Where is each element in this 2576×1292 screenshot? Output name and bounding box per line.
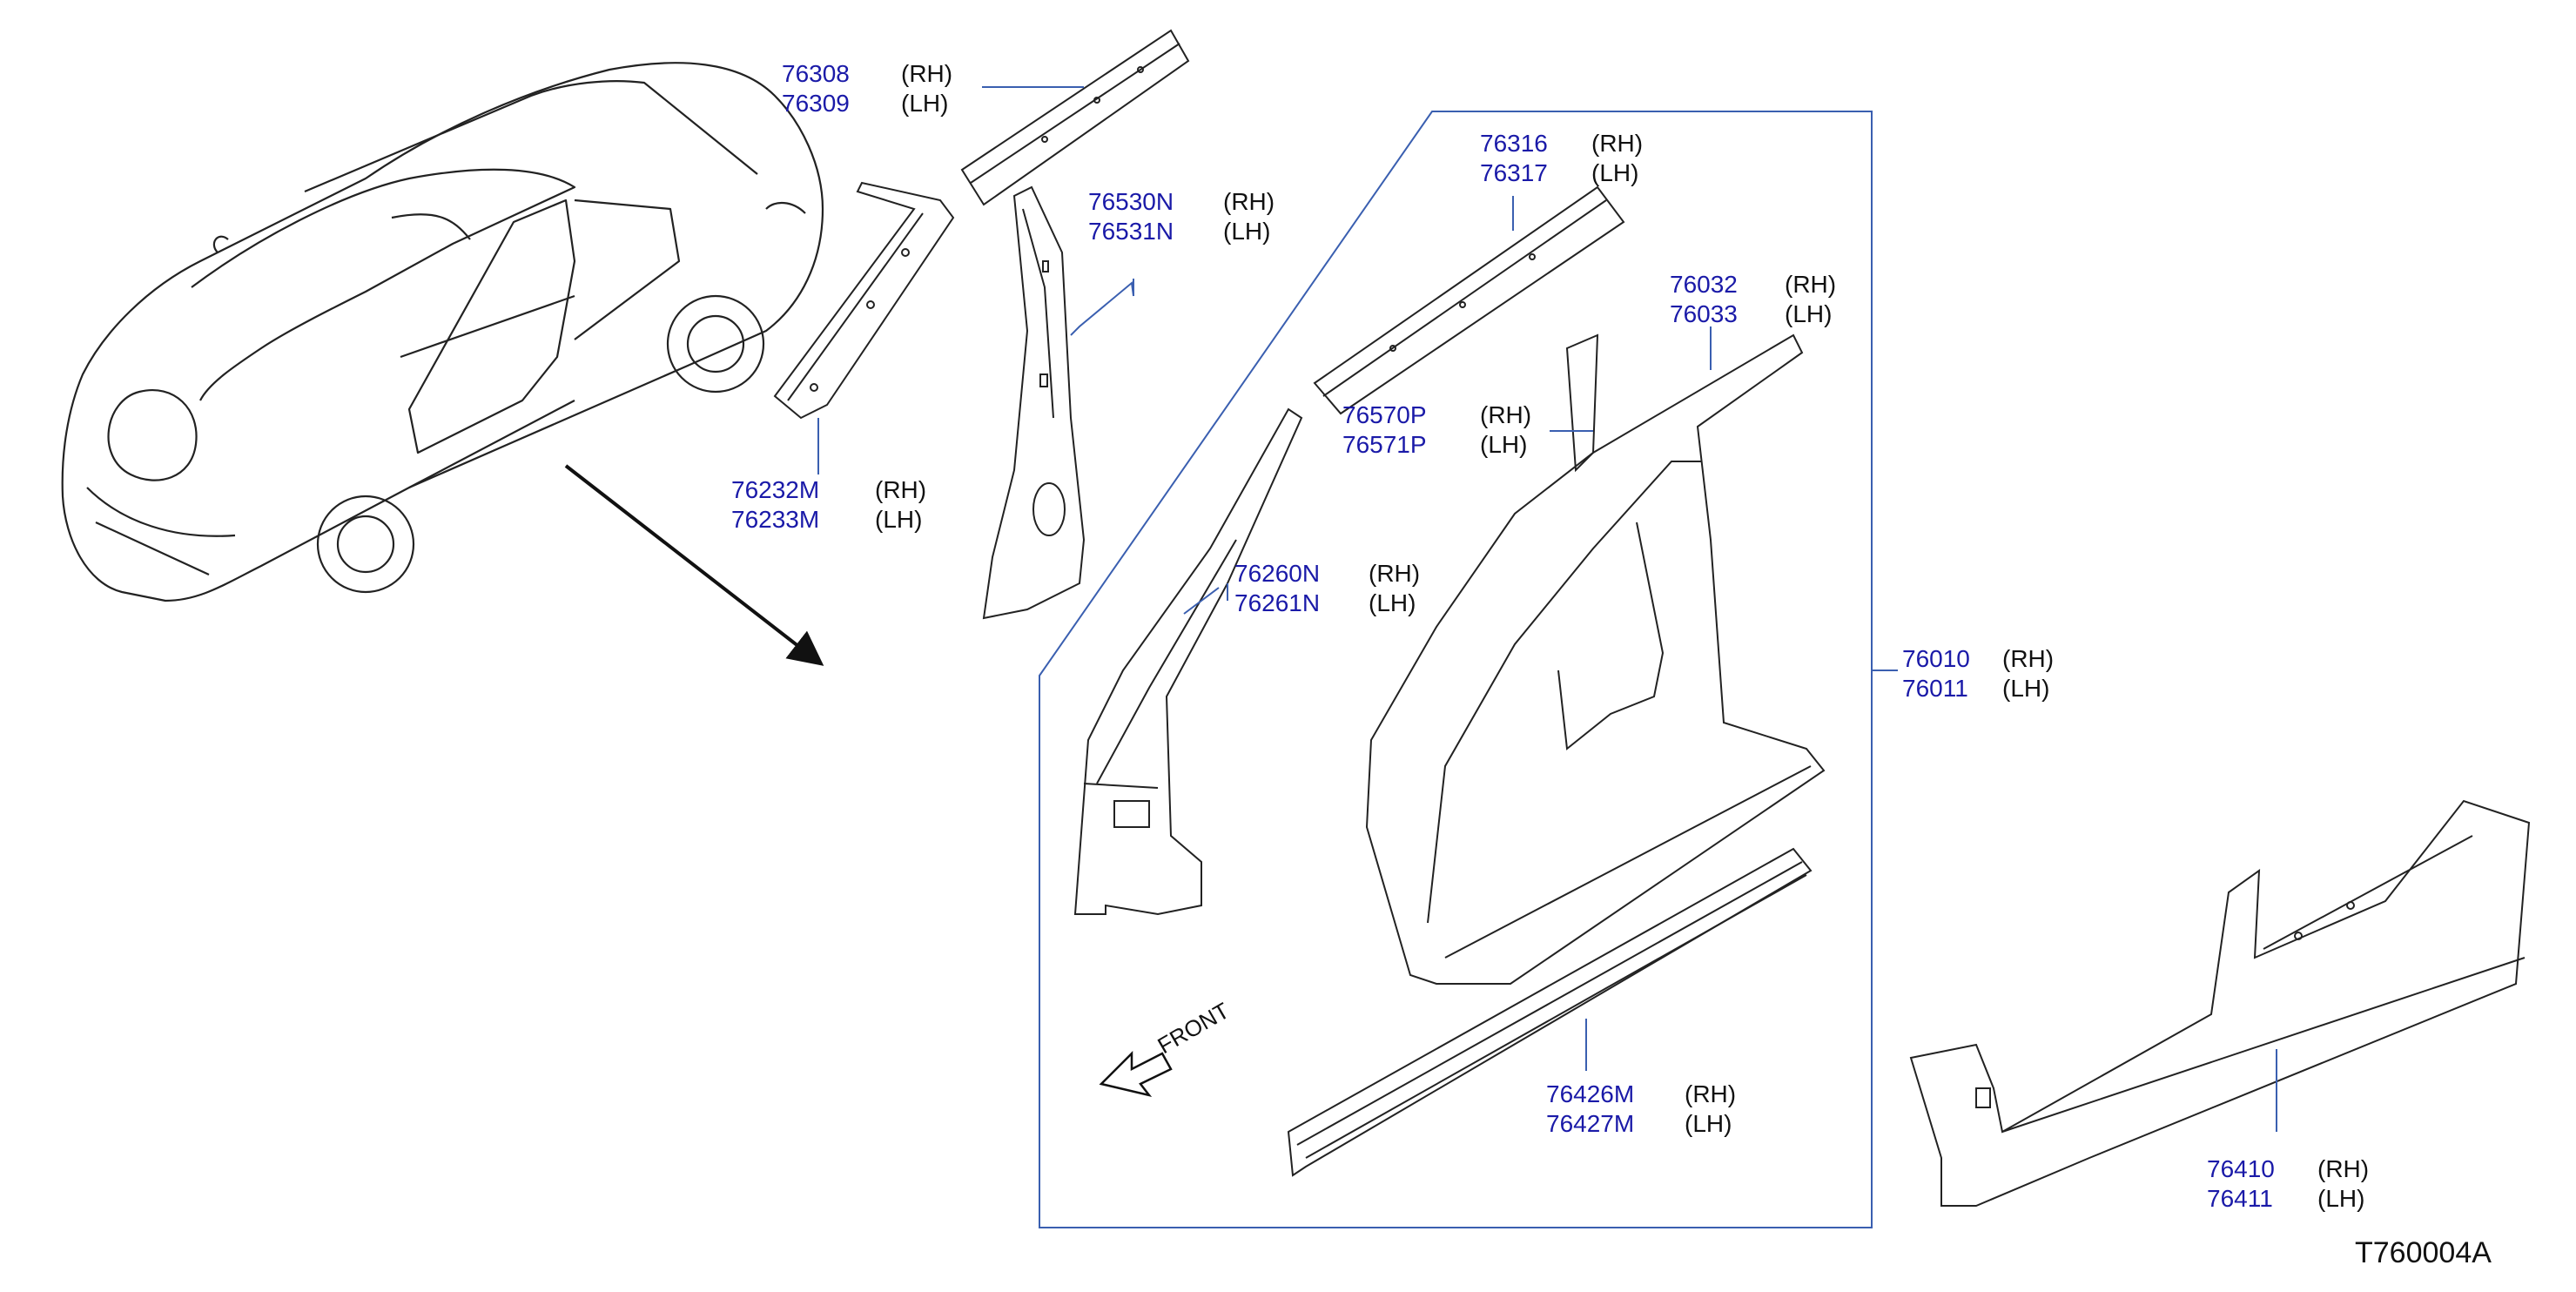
front-arrow-icon	[1099, 1050, 1173, 1098]
side-tag-lh: (LH)	[1785, 300, 1833, 327]
part-number-76317[interactable]: 76317	[1480, 159, 1548, 186]
part-number-76316[interactable]: 76316	[1480, 130, 1548, 157]
part-number-76570P[interactable]: 76570P	[1342, 401, 1427, 428]
part-number-76233M[interactable]: 76233M	[731, 506, 820, 533]
part-number-76426M[interactable]: 76426M	[1546, 1080, 1635, 1107]
part-number-76410[interactable]: 76410	[2207, 1155, 2275, 1182]
side-tag-lh: (LH)	[1480, 431, 1528, 458]
side-tag-rh: (RH)	[1591, 130, 1644, 157]
part-roof-rail-outer	[960, 29, 1190, 206]
side-tag-rh: (RH)	[1480, 401, 1532, 428]
part-number-76010[interactable]: 76010	[1902, 645, 1970, 672]
side-tag-rh: (RH)	[1785, 271, 1837, 298]
side-tag-lh: (LH)	[2002, 675, 2050, 702]
part-number-76261N[interactable]: 76261N	[1234, 589, 1321, 616]
side-tag-rh: (RH)	[901, 60, 953, 87]
part-number-76011[interactable]: 76011	[1902, 675, 1968, 702]
assembly-callout-box	[1039, 111, 1873, 1228]
part-number-76232M[interactable]: 76232M	[731, 476, 820, 503]
side-tag-rh: (RH)	[1685, 1080, 1737, 1107]
part-number-76427M[interactable]: 76427M	[1546, 1110, 1635, 1137]
side-tag-lh: (LH)	[1685, 1110, 1732, 1137]
side-tag-rh: (RH)	[1369, 560, 1421, 587]
part-front-pillar-inner	[773, 181, 955, 420]
part-sill-outer	[1909, 799, 2531, 1207]
part-center-pillar-reinforcement	[982, 185, 1086, 620]
part-number-76032[interactable]: 76032	[1670, 271, 1738, 298]
part-body-side-outer	[1365, 333, 1826, 985]
part-number-76411[interactable]: 76411	[2207, 1185, 2273, 1212]
side-tag-rh: (RH)	[1223, 188, 1275, 215]
side-tag-lh: (LH)	[875, 506, 923, 533]
part-number-76308[interactable]: 76308	[782, 60, 850, 87]
direction-arrow	[564, 464, 824, 666]
part-number-76309[interactable]: 76309	[782, 90, 850, 117]
part-front-pillar-reinforcement	[1073, 407, 1303, 916]
part-number-76571P[interactable]: 76571P	[1342, 431, 1427, 458]
side-tag-rh: (RH)	[2317, 1155, 2370, 1182]
part-roof-rail-inner	[1313, 185, 1625, 415]
side-tag-lh: (LH)	[1369, 589, 1416, 616]
side-tag-lh: (LH)	[2317, 1185, 2365, 1212]
part-number-76530N[interactable]: 76530N	[1088, 188, 1174, 215]
side-tag-rh: (RH)	[875, 476, 927, 503]
part-sill-inner	[1287, 847, 1813, 1177]
side-tag-rh: (RH)	[2002, 645, 2055, 672]
side-tag-lh: (LH)	[901, 90, 949, 117]
side-tag-lh: (LH)	[1591, 159, 1639, 186]
part-number-76033[interactable]: 76033	[1670, 300, 1738, 327]
part-number-76531N[interactable]: 76531N	[1088, 218, 1174, 245]
diagram-id: T760004A	[2355, 1236, 2492, 1269]
leader-lines	[817, 86, 2277, 1132]
side-tag-lh: (LH)	[1223, 218, 1271, 245]
part-number-76260N[interactable]: 76260N	[1234, 560, 1321, 587]
vehicle-overview-drawing	[61, 62, 824, 602]
